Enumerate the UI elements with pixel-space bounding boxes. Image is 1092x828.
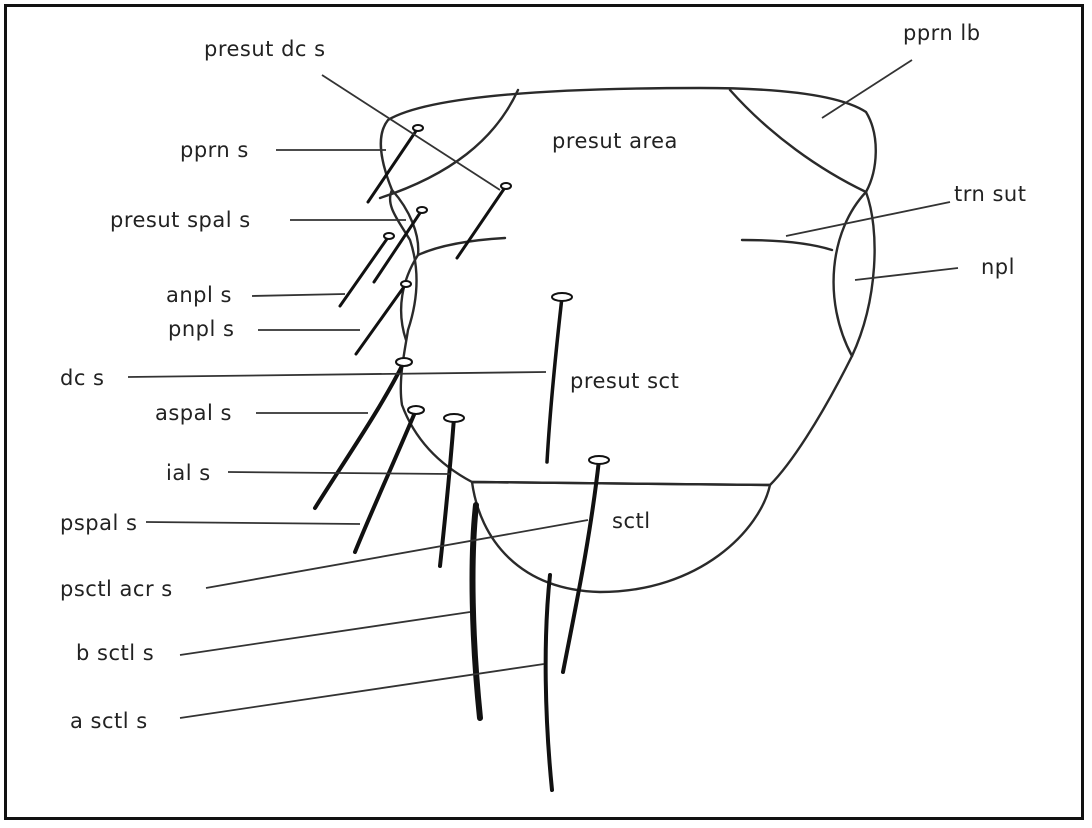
- leader-pprn-lb: [822, 60, 912, 118]
- label-npl: npl: [981, 255, 1015, 279]
- label-presut-sct: presut sct: [570, 369, 679, 393]
- right-postpronotum-border: [730, 90, 866, 192]
- leader-trn-sut: [786, 202, 950, 236]
- label-presut-dc-s: presut dc s: [204, 37, 326, 61]
- socket-pspal: [408, 406, 424, 414]
- label-sctl: sctl: [612, 509, 651, 533]
- label-dc-s: dc s: [60, 366, 105, 390]
- bristle-dc: [547, 297, 562, 462]
- label-anpl-s: anpl s: [166, 283, 232, 307]
- socket-pnpl: [401, 281, 411, 287]
- leader-a-sctl: [180, 664, 544, 718]
- leader-ial: [228, 472, 450, 474]
- labels: presut dc s pprn lb pprn s presut area p…: [60, 21, 1026, 733]
- left-postpronotum-border: [380, 90, 518, 198]
- bristle-aspal: [315, 362, 404, 508]
- label-aspal-s: aspal s: [155, 401, 232, 425]
- label-presut-area: presut area: [552, 129, 678, 153]
- socket-pprn: [413, 125, 423, 131]
- leader-presut-dc: [322, 75, 500, 190]
- transverse-suture-right: [742, 240, 832, 250]
- scutellum-outline: [472, 482, 770, 592]
- leader-pspal: [146, 522, 360, 524]
- leader-psctl-acr: [206, 520, 588, 588]
- label-pspal-s: pspal s: [60, 511, 137, 535]
- leader-b-sctl: [180, 612, 470, 655]
- label-b-sctl-s: b sctl s: [76, 641, 154, 665]
- socket-aspal: [396, 358, 412, 366]
- socket-presut-spal: [417, 207, 427, 213]
- label-a-sctl-s: a sctl s: [70, 709, 148, 733]
- socket-ial: [444, 414, 464, 422]
- label-psctl-acr-s: psctl acr s: [60, 577, 173, 601]
- socket-psctl-acr: [589, 456, 609, 464]
- label-pprn-s: pprn s: [180, 138, 249, 162]
- bristle-b-sctl: [473, 505, 480, 718]
- label-trn-sut: trn sut: [954, 182, 1026, 206]
- bristle-pnpl: [356, 284, 406, 354]
- bristles: [315, 125, 609, 790]
- socket-anpl: [384, 233, 394, 239]
- bristle-psctl-acr: [563, 460, 599, 672]
- leader-npl: [855, 268, 958, 280]
- bristle-a-sctl: [546, 575, 552, 790]
- label-ial-s: ial s: [166, 461, 211, 485]
- leader-anpl: [252, 294, 345, 296]
- label-pprn-lb: pprn lb: [903, 21, 981, 45]
- leader-dc: [128, 372, 546, 377]
- label-pnpl-s: pnpl s: [168, 317, 234, 341]
- socket-dc: [552, 293, 572, 301]
- label-presut-spal-s: presut spal s: [110, 208, 251, 232]
- socket-presut-dc: [501, 183, 511, 189]
- bristle-presut-dc: [457, 186, 506, 258]
